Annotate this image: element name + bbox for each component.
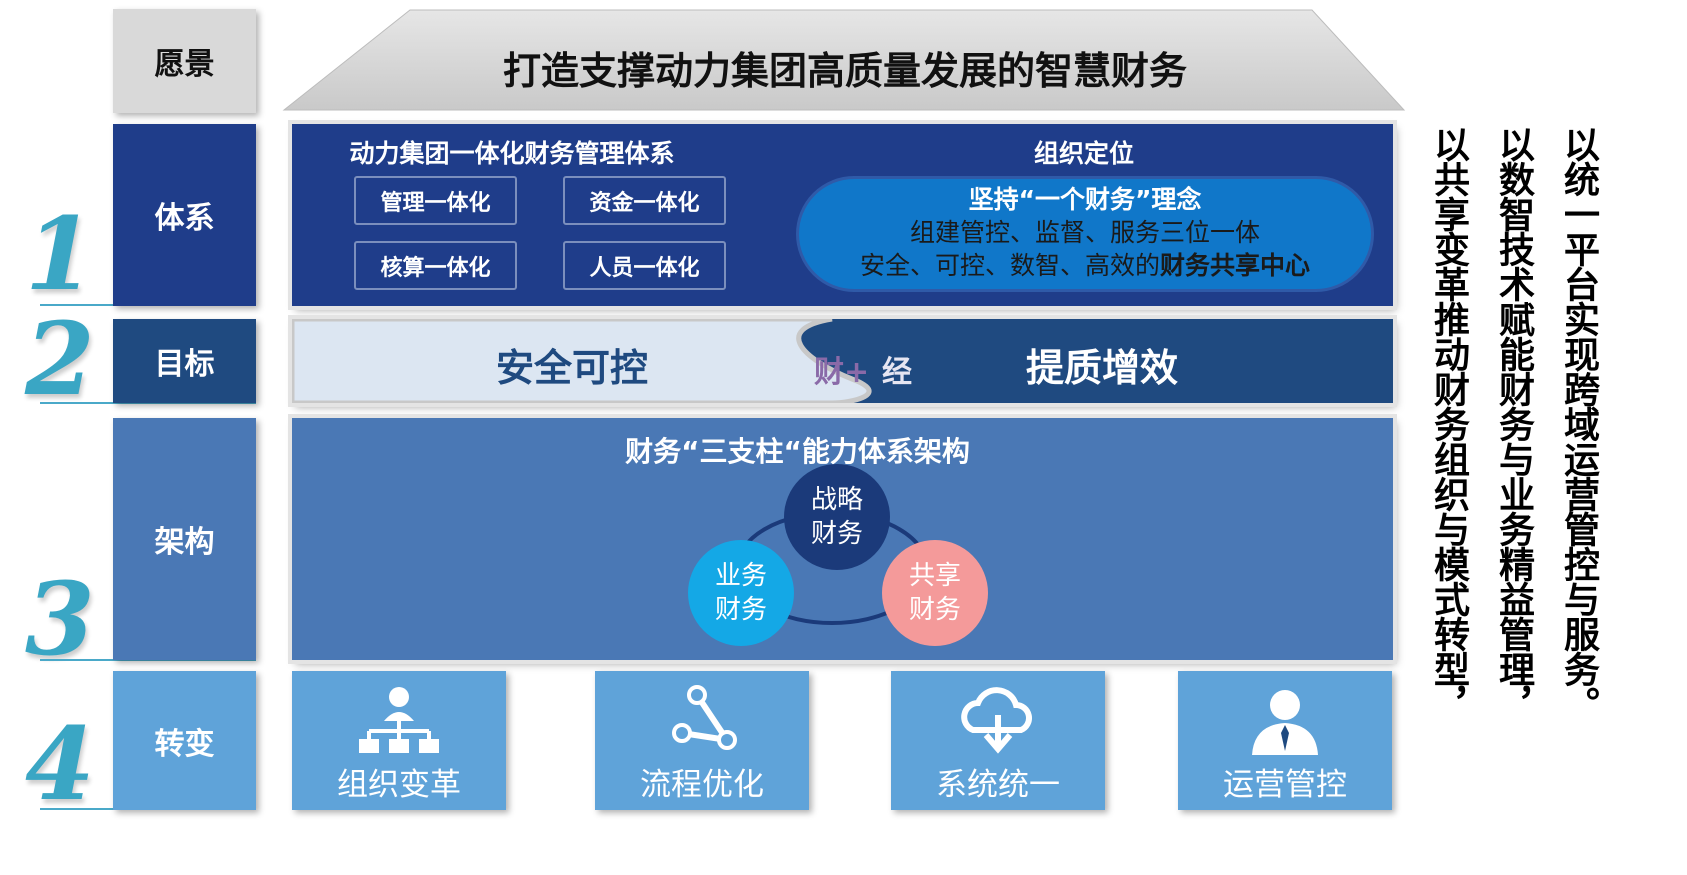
card-label: 系统统一 [936,767,1060,803]
number-2: 2 [25,300,95,418]
side-text-2: 以数智技术赋能财务与业务精益管理， [1493,126,1534,721]
card-label: 组织变革 [337,767,461,803]
architecture-panel: 财务“三支柱“能力体系架构 战略财务 业务财务 共享财务 [292,418,1393,660]
goal-safe: 安全可控 [495,346,648,390]
card-system: 系统统一 [891,671,1105,810]
oval-line-2: 组建管控、监督、服务三位一体 [909,218,1260,247]
item-personnel: 人员一体化 [563,241,726,290]
card-label: 运营管控 [1223,767,1347,803]
item-funds: 资金一体化 [563,176,726,225]
org-position-oval: 坚持“一个财务”理念 组建管控、监督、服务三位一体 安全、可控、数智、高效的财务… [796,176,1374,292]
goal-label: 目标 [113,319,256,403]
circle-strategic: 战略财务 [784,464,890,570]
goal-efficiency: 提质增效 [1025,346,1178,390]
item-accounting: 核算一体化 [354,241,517,290]
divider [40,402,256,404]
org-position-title: 组织定位 [1033,139,1134,168]
circle-shared: 共享财务 [882,540,988,646]
system-title: 动力集团一体化财务管理体系 [349,139,675,168]
card-process: 流程优化 [595,671,809,810]
number-4: 4 [25,705,95,823]
card-label: 流程优化 [640,767,764,803]
cloud-download-icon [891,685,1105,754]
card-operations: 运营管控 [1178,671,1392,810]
side-text-3: 以统一平台实现跨域运营管控与服务。 [1558,126,1599,721]
vision-title: 打造支撑动力集团高质量发展的智慧财务 [502,49,1187,93]
system-label: 体系 [113,124,256,306]
vision-roof [282,9,1406,111]
oval-line-3: 安全、可控、数智、高效的 [859,251,1160,280]
vision-label: 愿景 [113,9,256,113]
share-nodes-icon [595,685,809,753]
goal-mid-a: 财+ [814,355,870,390]
oval-line-3-bold: 财务共享中心 [1160,251,1311,280]
architecture-title: 财务“三支柱“能力体系架构 [625,435,970,468]
number-1: 1 [25,195,95,313]
side-text-1: 以共享变革推动财务组织与模式转型， [1428,126,1469,721]
org-chart-icon [292,685,506,753]
goal-panel: 安全可控 财+ 经 提质增效 [292,319,1393,403]
manager-icon [1178,685,1392,755]
divider [40,659,256,661]
item-management: 管理一体化 [354,176,517,225]
goal-wave [292,319,872,403]
goal-mid-b: 经 [882,355,912,390]
architecture-label: 架构 [113,418,256,660]
oval-line-1: 坚持“一个财务”理念 [968,185,1202,214]
card-org-change: 组织变革 [292,671,506,810]
transform-label: 转变 [113,671,256,810]
number-3: 3 [25,560,95,678]
system-panel: 动力集团一体化财务管理体系 管理一体化 资金一体化 核算一体化 人员一体化 组织… [292,124,1393,306]
circle-business: 业务财务 [688,540,794,646]
